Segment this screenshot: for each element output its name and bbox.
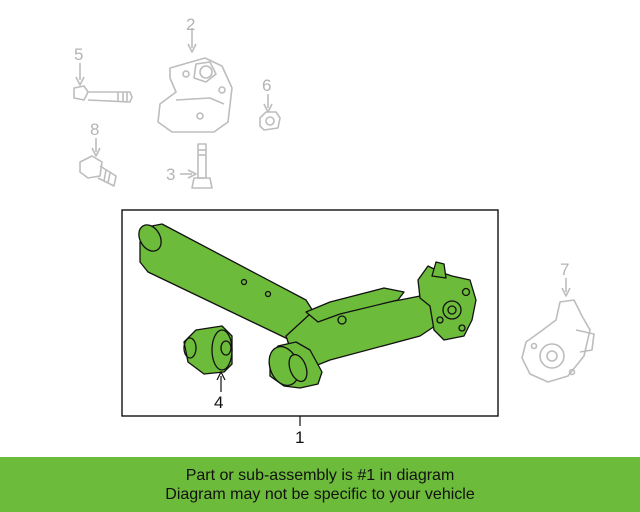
parts-diagram xyxy=(73,28,595,426)
callout-1: 1 xyxy=(295,428,305,447)
callout-7: 7 xyxy=(560,260,570,279)
info-banner: Part or sub-assembly is #1 in diagram Di… xyxy=(0,457,640,512)
callout-6: 6 xyxy=(262,76,272,95)
bolt-part-5[interactable] xyxy=(73,63,133,103)
bolt-part-3[interactable] xyxy=(180,143,213,189)
assembly-frame xyxy=(121,209,499,417)
bushing-part-4[interactable] xyxy=(183,325,233,375)
callout-3: 3 xyxy=(166,165,176,184)
callout-2: 2 xyxy=(186,15,196,34)
nut-part-6[interactable] xyxy=(259,94,281,131)
bolt-part-8[interactable] xyxy=(79,138,117,187)
callout-8: 8 xyxy=(90,120,100,139)
bracket-part-2[interactable] xyxy=(157,28,233,133)
banner-line-2: Diagram may not be specific to your vehi… xyxy=(165,485,475,503)
knuckle-part-7[interactable] xyxy=(521,278,595,383)
callout-4: 4 xyxy=(214,393,224,412)
axle-beam-part-1[interactable] xyxy=(134,221,477,390)
callout-5: 5 xyxy=(74,45,84,64)
banner-line-1: Part or sub-assembly is #1 in diagram xyxy=(185,466,455,484)
